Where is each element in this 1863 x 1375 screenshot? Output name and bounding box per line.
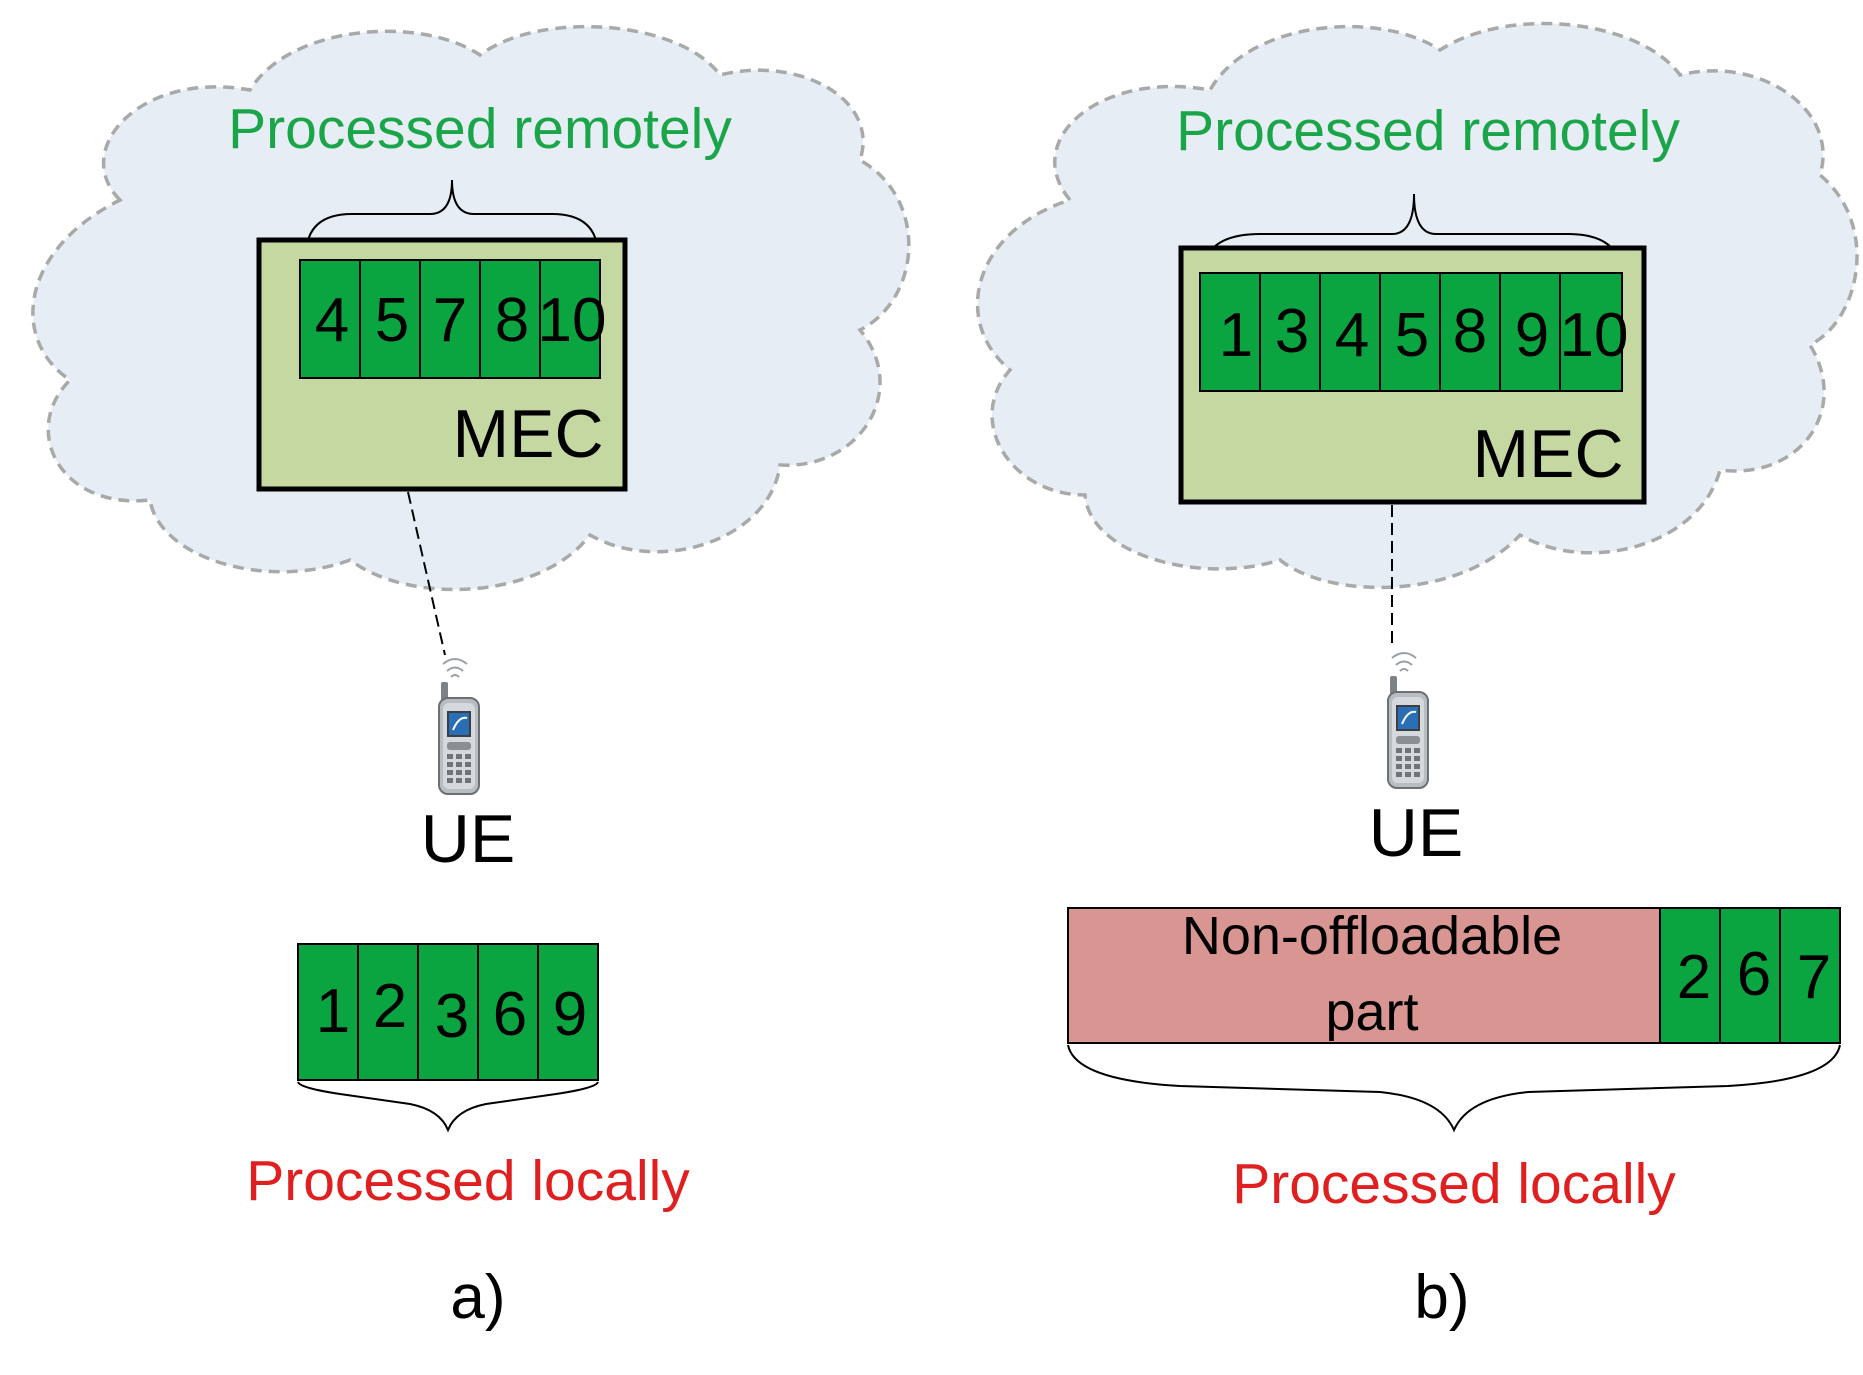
task-id: 6: [1737, 940, 1771, 1009]
task-id: 7: [1797, 943, 1831, 1012]
task-id: 2: [373, 972, 407, 1041]
phone-icon: [438, 658, 480, 795]
task-id: 9: [1515, 301, 1549, 370]
ue-label-a: UE: [421, 801, 515, 877]
task-cell: [1199, 272, 1261, 392]
task-id: 5: [375, 286, 409, 355]
task-cell: [299, 259, 361, 379]
nonoffloadable-label-line2: part: [1325, 982, 1418, 1042]
panel-b: Processed remotely 1 3 4 5 8 9 10 MEC UE…: [975, 21, 1859, 1332]
task-id: 7: [433, 286, 467, 355]
task-id: 4: [1335, 301, 1369, 370]
remote-task-queue-b: 1 3 4 5 8 9 10: [1199, 272, 1629, 392]
task-cell: [1499, 272, 1561, 392]
local-task-queue-a: 1 2 3 6 9: [297, 943, 599, 1081]
local-label-a: Processed locally: [246, 1149, 690, 1213]
task-cell: [537, 943, 599, 1081]
task-cell: [1319, 272, 1381, 392]
task-cell: [359, 259, 421, 379]
nonoffloadable-label-line1: Non-offloadable: [1182, 906, 1562, 966]
task-id: 1: [316, 977, 350, 1046]
task-cell: [1659, 907, 1721, 1044]
task-cell: [1779, 907, 1841, 1044]
task-cell: [539, 259, 601, 379]
task-cell: [417, 943, 479, 1081]
task-id: 8: [1453, 297, 1487, 366]
remote-task-queue-a: 4 5 7 8 10: [299, 259, 607, 379]
remote-brace-b: [1201, 193, 1623, 279]
caption-b: b): [1414, 1263, 1469, 1332]
wireless-link-a: [407, 491, 446, 656]
local-brace-b: [1067, 1044, 1841, 1133]
task-cell: [1379, 272, 1441, 392]
task-id: 9: [553, 980, 587, 1049]
task-id: 8: [495, 286, 529, 355]
task-cell: [1439, 272, 1501, 392]
task-cell: [1559, 272, 1623, 392]
mec-label-a: MEC: [452, 396, 603, 472]
task-cell: [297, 943, 359, 1081]
task-id: 1: [1219, 301, 1253, 370]
task-id: 3: [435, 982, 469, 1051]
panel-a: Processed remotely 4 5 7 8 10 MEC UE: [31, 24, 911, 1332]
local-task-queue-b: 2 6 7: [1659, 907, 1841, 1044]
task-id: 6: [493, 980, 527, 1049]
phone-icon: [1387, 652, 1429, 789]
task-id: 5: [1395, 301, 1429, 370]
ue-label-b: UE: [1369, 795, 1463, 871]
task-id: 4: [315, 286, 349, 355]
remote-brace-a: [305, 179, 599, 257]
caption-a: a): [450, 1263, 505, 1332]
nonoffloadable-block: [1067, 907, 1661, 1044]
task-cell: [1259, 272, 1321, 392]
task-cell: [357, 943, 419, 1081]
task-id: 10: [538, 286, 607, 355]
task-id: 3: [1275, 297, 1309, 366]
mec-label-b: MEC: [1472, 416, 1623, 492]
local-brace-a: [297, 1081, 599, 1133]
task-id: 2: [1677, 943, 1711, 1012]
task-id: 10: [1560, 301, 1629, 370]
remote-label-b: Processed remotely: [1176, 99, 1680, 163]
local-label-b: Processed locally: [1232, 1152, 1676, 1216]
remote-label-a: Processed remotely: [228, 97, 732, 161]
